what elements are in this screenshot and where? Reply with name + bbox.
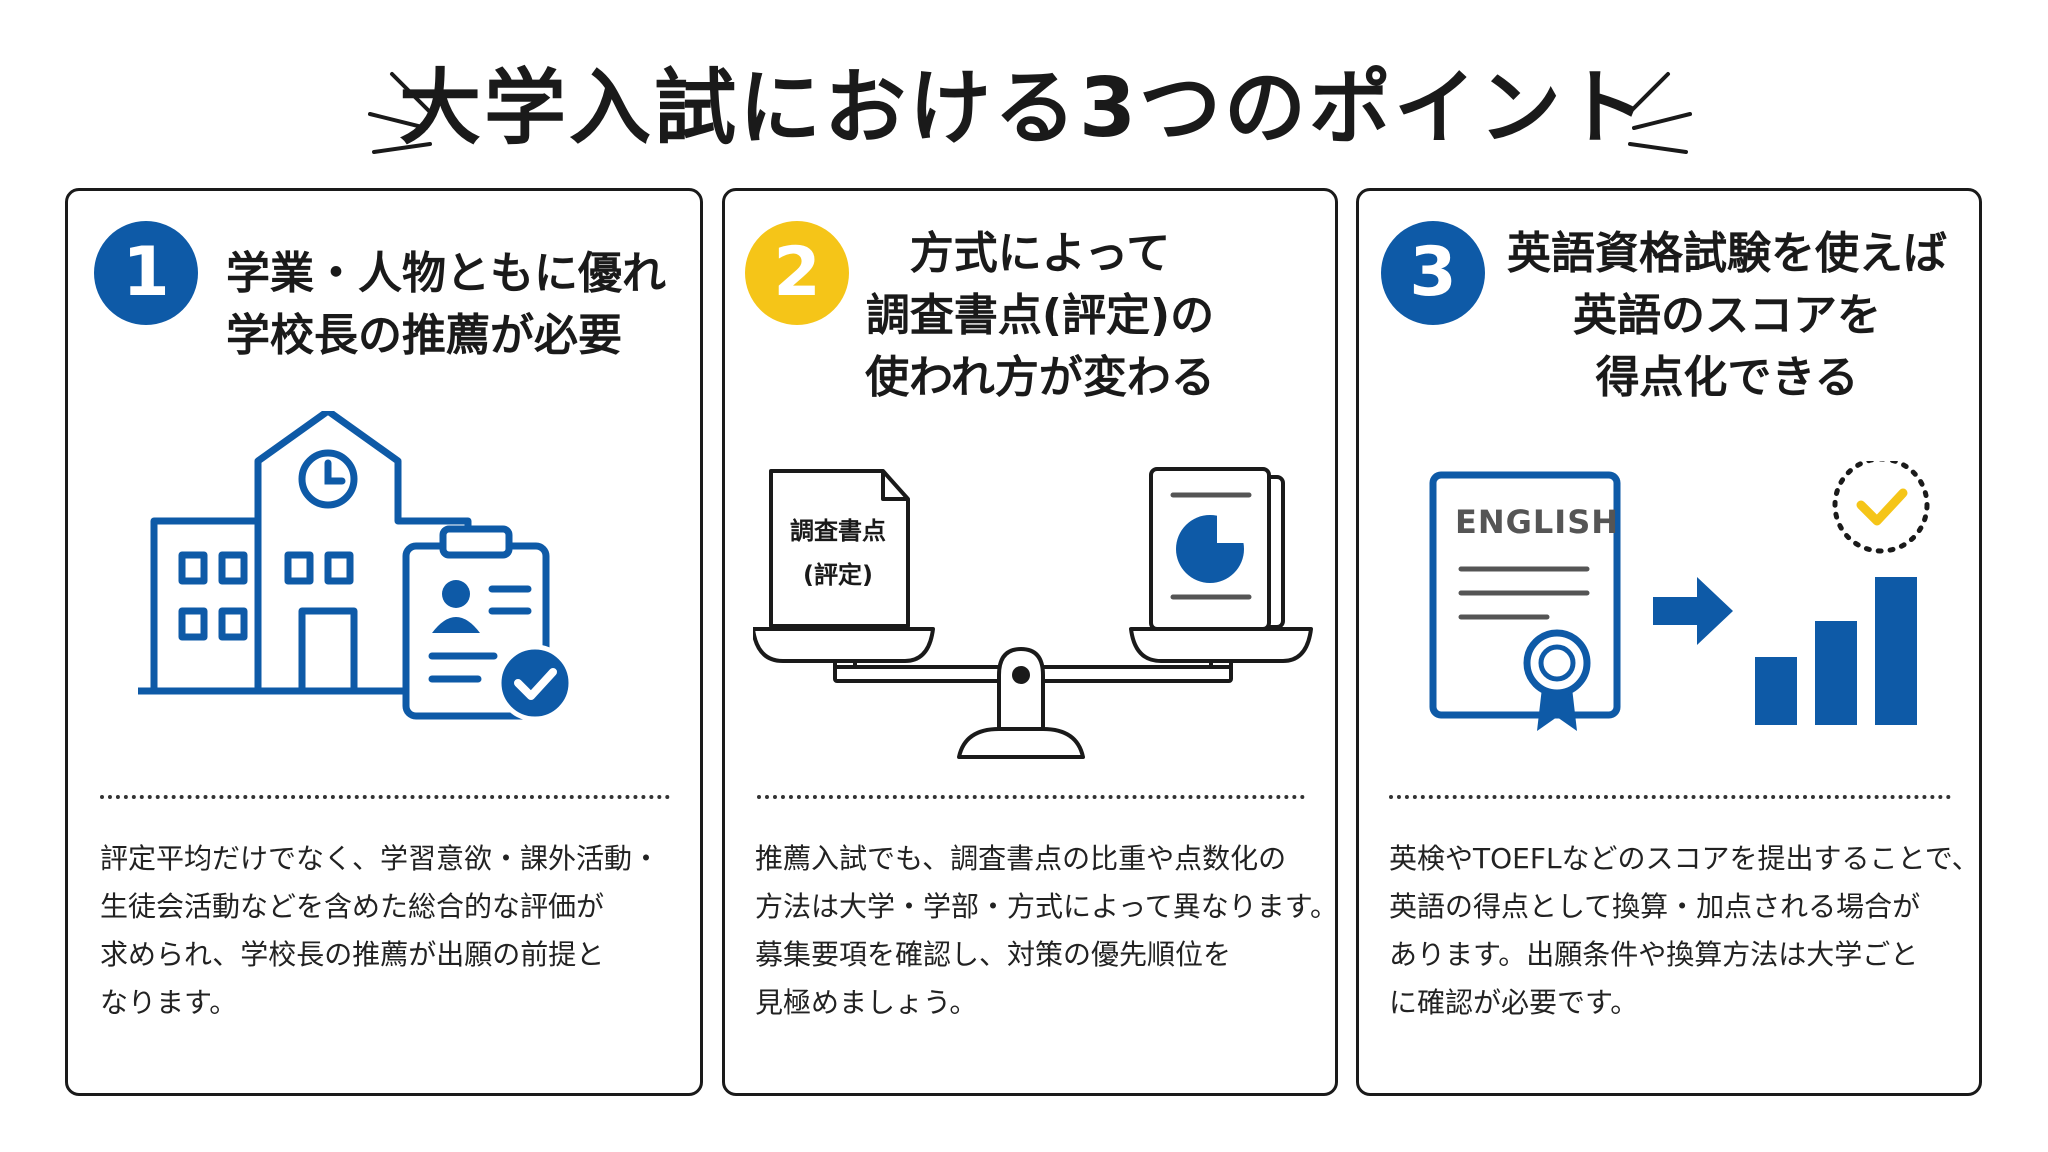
- bar-chart-icon: [1755, 461, 1930, 725]
- clock-icon: [298, 449, 358, 509]
- number-badge: 2: [745, 221, 849, 325]
- balance-scale-icon: [753, 467, 1313, 759]
- number-badge: 1: [94, 221, 198, 325]
- number-badge: 3: [1381, 221, 1485, 325]
- point-card-1: 1 学業・人物ともに優れ 学校長の推薦が必要: [65, 188, 703, 1096]
- description-line: あります。出願条件や換算方法は大学ごと: [1389, 938, 1919, 971]
- description-line: 推薦入試でも、調査書点の比重や点数化の: [755, 842, 1287, 875]
- dotted-divider: [100, 795, 670, 799]
- document-label: 調査書点 (評定): [773, 509, 903, 597]
- heading-line: 英語のスコアを: [1573, 290, 1881, 341]
- heading-line: 学業・人物ともに優れ: [226, 248, 666, 299]
- dotted-divider: [757, 795, 1305, 799]
- card-heading: 方式によって 調査書点(評定)の 使われ方が変わる: [845, 223, 1235, 409]
- card-heading: 学業・人物ともに優れ 学校長の推薦が必要: [226, 243, 666, 367]
- check-circle-icon: [496, 644, 574, 722]
- heading-line: 英語資格試験を使えば: [1507, 228, 1947, 279]
- arrow-right-icon: [1653, 577, 1733, 645]
- right-burst-icon: [1628, 72, 1692, 154]
- point-card-2: 2 方式によって 調査書点(評定)の 使われ方が変わる: [722, 188, 1338, 1096]
- card-description: 評定平均だけでなく、学習意欲・課外活動・ 生徒会活動などを含めた総合的な評価が …: [100, 835, 660, 1027]
- description-line: 英検やTOEFLなどのスコアを提出することで、: [1389, 842, 1980, 875]
- description-line: なります。: [100, 986, 238, 1019]
- description-line: に確認が必要です。: [1389, 986, 1639, 1019]
- page-title: 大学入試における3つのポイント: [398, 61, 1650, 156]
- card-description: 英検やTOEFLなどのスコアを提出することで、 英語の得点として換算・加点される…: [1389, 835, 1980, 1027]
- description-line: 方法は大学・学部・方式によって異なります。: [755, 890, 1338, 923]
- heading-line: 学校長の推薦が必要: [226, 310, 622, 361]
- school-building-icon: [138, 411, 574, 722]
- document-label-line: (評定): [803, 561, 873, 589]
- heading-line: 得点化できる: [1595, 352, 1859, 403]
- certificate-icon: [1429, 471, 1621, 731]
- card-description: 推薦入試でも、調査書点の比重や点数化の 方法は大学・学部・方式によって異なります…: [755, 835, 1338, 1027]
- left-burst-icon: [368, 72, 432, 154]
- heading-line: 使われ方が変わる: [865, 352, 1215, 403]
- description-line: 見極めましょう。: [755, 986, 978, 1019]
- point-card-3: 3 英語資格試験を使えば 英語のスコアを 得点化できる ENGLISH 英検やT…: [1356, 188, 1982, 1096]
- description-line: 英語の得点として換算・加点される場合が: [1389, 890, 1921, 923]
- heading-line: 方式によって: [909, 228, 1171, 279]
- certificate-label: ENGLISH: [1455, 503, 1620, 541]
- title-area: 大学入試における3つのポイント: [0, 40, 2048, 190]
- description-line: 評定平均だけでなく、学習意欲・課外活動・: [100, 842, 661, 875]
- dotted-divider: [1389, 795, 1951, 799]
- document-icon: [769, 469, 910, 628]
- heading-line: 調査書点(評定)の: [865, 290, 1215, 341]
- description-line: 求められ、学校長の推薦が出願の前提と: [100, 938, 605, 971]
- description-line: 生徒会活動などを含めた総合的な評価が: [100, 890, 605, 923]
- card-heading: 英語資格試験を使えば 英語のスコアを 得点化できる: [1487, 223, 1967, 409]
- document-label-line: 調査書点: [790, 517, 886, 545]
- description-line: 募集要項を確認し、対策の優先順位を: [755, 938, 1232, 971]
- check-icon: [1832, 461, 1930, 554]
- pie-chart-document-icon: [1170, 492, 1252, 600]
